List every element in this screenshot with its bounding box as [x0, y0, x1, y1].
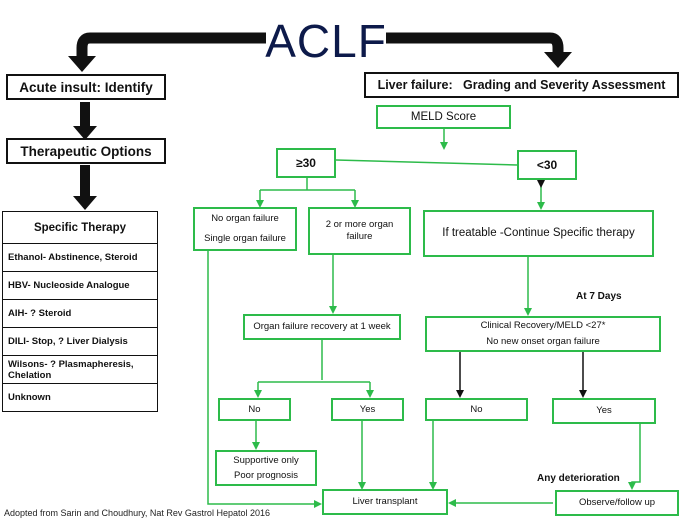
- meld-ge30-label: ≥30: [296, 155, 316, 170]
- yes-left-label: Yes: [359, 403, 376, 415]
- no-right-label: No: [470, 403, 483, 415]
- liver-transplant-box: Liver transplant: [322, 489, 448, 515]
- no-organ-failure-label: No organ failure: [211, 213, 279, 225]
- acute-insult-label: Acute insult: Identify: [19, 79, 153, 95]
- two-or-more-organ-failure-label: 2 or more organ failure: [325, 219, 394, 242]
- meld-lt30-box: <30: [517, 150, 577, 180]
- observe-follow-up-label: Observe/follow up: [578, 497, 656, 509]
- clinical-recovery-label: Clinical Recovery/MELD <27*: [480, 320, 606, 332]
- any-deterioration-note: Any deterioration: [537, 473, 620, 484]
- meld-ge30-box: ≥30: [276, 148, 336, 178]
- at-7-days-note: At 7 Days: [576, 291, 622, 302]
- therapy-row: Ethanol- Abstinence, Steroid: [2, 243, 158, 272]
- therapy-row: Wilsons- ? Plasmapheresis, Chelation: [2, 355, 158, 384]
- acute-insult-box: Acute insult: Identify: [6, 74, 166, 100]
- meld-score-label: MELD Score: [410, 110, 477, 123]
- no-left-label: No: [248, 403, 261, 415]
- therapeutic-options-label: Therapeutic Options: [20, 143, 152, 159]
- no-right-box: No: [425, 398, 528, 421]
- aclf-left-arrow: [68, 32, 266, 72]
- therapy-row: Unknown: [2, 383, 158, 412]
- specific-therapy-table: Specific Therapy Ethanol- Abstinence, St…: [2, 211, 158, 412]
- meld-lt30-label: <30: [536, 157, 558, 172]
- if-treatable-label: If treatable -Continue Specific therapy: [442, 227, 635, 240]
- specific-therapy-heading: Specific Therapy: [2, 211, 158, 244]
- page-title: ACLF: [265, 15, 387, 67]
- therapy-row: AIH- ? Steroid: [2, 299, 158, 328]
- no-new-onset-label: No new onset organ failure: [486, 336, 600, 347]
- meld-score-box: MELD Score: [376, 105, 511, 129]
- no-organ-failure-box: No organ failure Single organ failure: [193, 207, 297, 251]
- arrow-options-to-therapy: [73, 165, 97, 210]
- liver-failure-label: Liver failure: Grading and Severity Asse…: [377, 78, 666, 92]
- if-treatable-box: If treatable -Continue Specific therapy: [423, 210, 654, 257]
- aclf-right-arrow: [386, 32, 572, 68]
- two-or-more-organ-failure-box: 2 or more organ failure: [308, 207, 411, 255]
- poor-prognosis-label: Poor prognosis: [234, 469, 298, 481]
- organ-recovery-box: Organ failure recovery at 1 week: [243, 314, 401, 340]
- arrow-insult-to-options: [73, 102, 97, 140]
- liver-transplant-label: Liver transplant: [352, 496, 418, 508]
- yes-left-box: Yes: [331, 398, 404, 421]
- supportive-box: Supportive only Poor prognosis: [215, 450, 317, 486]
- no-left-box: No: [218, 398, 291, 421]
- therapy-row: HBV- Nucleoside Analogue: [2, 271, 158, 300]
- liver-failure-box: Liver failure: Grading and Severity Asse…: [364, 72, 679, 98]
- therapy-row: DILI- Stop, ? Liver Dialysis: [2, 327, 158, 356]
- yes-right-box: Yes: [552, 398, 656, 424]
- organ-recovery-label: Organ failure recovery at 1 week: [253, 321, 391, 333]
- single-organ-failure-label: Single organ failure: [204, 233, 286, 244]
- therapeutic-options-box: Therapeutic Options: [6, 138, 166, 164]
- observe-follow-up-box: Observe/follow up: [555, 490, 679, 516]
- clinical-recovery-box: Clinical Recovery/MELD <27* No new onset…: [425, 316, 661, 352]
- yes-right-label: Yes: [596, 405, 612, 417]
- supportive-label: Supportive only: [233, 454, 299, 466]
- source-caption: Adopted from Sarin and Choudhury, Nat Re…: [4, 508, 270, 518]
